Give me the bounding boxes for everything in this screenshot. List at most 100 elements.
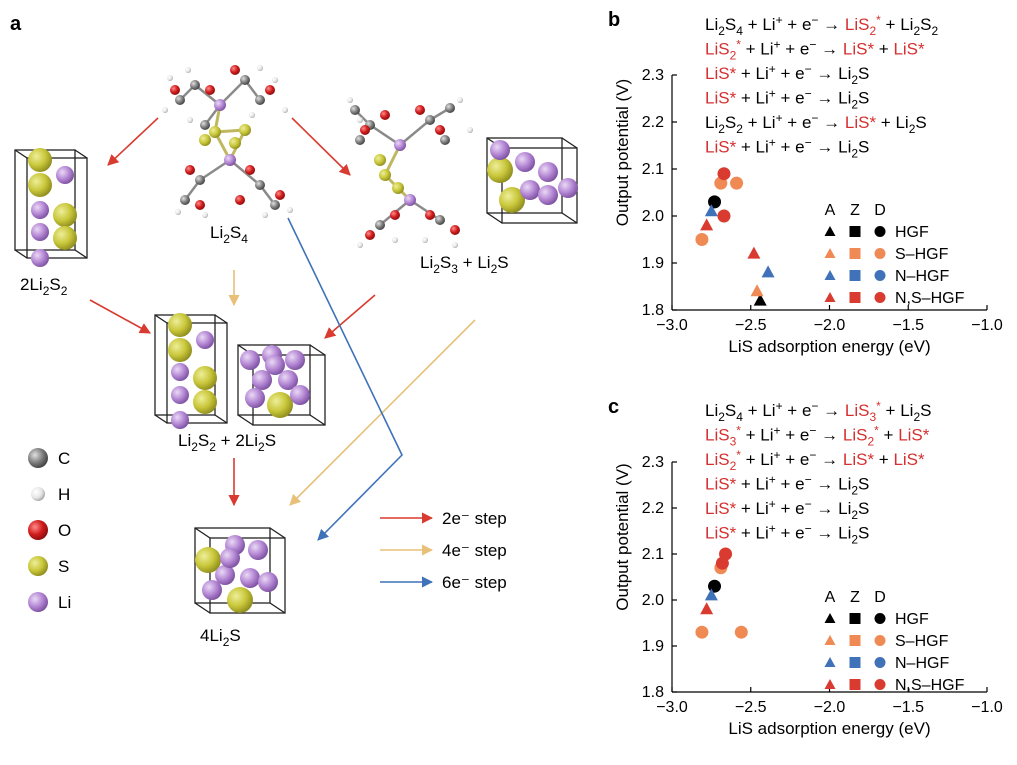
lithium-atom <box>202 580 222 600</box>
arrow-4e-li2s3-to-4li2s <box>289 319 476 506</box>
carbon-atom <box>180 195 190 205</box>
carbon-atom <box>350 105 360 115</box>
label-4li2s: 4Li2S <box>200 626 241 649</box>
oxygen-atom <box>205 85 215 95</box>
equation: LiS3* + Li+ + e− → LiS2* + LiS* <box>705 424 930 449</box>
lithium-atom <box>558 178 578 198</box>
hydrogen-atom <box>187 117 193 123</box>
atom-legend-swatch <box>28 592 48 612</box>
legend-label: HGF <box>895 611 929 628</box>
legend-triangle <box>824 613 836 623</box>
x-tick-label: −1.0 <box>971 317 1003 334</box>
sulfur-atom <box>499 187 525 213</box>
lithium-atom <box>285 350 305 370</box>
legend-triangle <box>824 248 836 258</box>
legend-square <box>849 248 861 259</box>
y-tick-label: 2.3 <box>642 454 664 471</box>
legend-square <box>849 292 861 303</box>
atom-legend-label: S <box>58 557 69 576</box>
legend-header: D <box>874 589 886 606</box>
label-li2s2-2li2s: Li2S2 + 2Li2S <box>178 431 276 454</box>
atom-legend-label: H <box>58 485 70 504</box>
hydrogen-atom <box>282 107 288 113</box>
sulfur-atom <box>168 338 192 362</box>
lithium-atom <box>515 152 535 172</box>
legend-label: N–HGF <box>895 268 949 285</box>
oxygen-atom <box>265 85 275 95</box>
lithium-atom <box>404 194 416 206</box>
atom-legend-label: C <box>58 449 70 468</box>
hydrogen-atom <box>202 212 208 218</box>
legend-header: Z <box>850 202 860 219</box>
lithium-atom <box>258 572 278 592</box>
legend-circle <box>874 657 886 668</box>
arrow-li2s3-to-mid <box>324 294 376 339</box>
legend-label: N,S–HGF <box>895 290 965 307</box>
lithium-atom <box>490 140 510 160</box>
carbon-atom <box>195 175 205 185</box>
carbon-atom <box>200 120 210 130</box>
data-point-triangle <box>704 588 718 601</box>
sulfur-atom <box>379 169 391 181</box>
x-tick-label: −3.0 <box>656 699 688 716</box>
lithium-atom <box>214 99 226 111</box>
crystal-structures <box>14 137 578 614</box>
x-tick-label: −2.5 <box>735 699 767 716</box>
data-point-circle <box>708 579 722 593</box>
y-tick-label: 1.8 <box>642 684 664 701</box>
lithium-atom <box>538 185 558 205</box>
lithium-atom <box>290 385 310 405</box>
legend-label: N–HGF <box>895 655 949 672</box>
data-point-circle <box>734 625 748 639</box>
sulfur-atom <box>199 134 211 146</box>
li2s4-atoms <box>162 65 293 218</box>
oxygen-atom <box>450 225 460 235</box>
data-point-triangle <box>750 284 764 297</box>
sulfur-atom <box>28 173 52 197</box>
carbon-atom <box>435 215 445 225</box>
legend-circle <box>874 613 886 624</box>
lithium-atom <box>215 565 235 585</box>
legend-circle <box>874 635 886 646</box>
oxygen-atom <box>185 165 195 175</box>
legend-triangle <box>824 657 836 667</box>
arrow-li2s4-to-li2s3 <box>291 117 351 176</box>
lithium-atom <box>278 370 298 390</box>
legend-header: A <box>825 589 836 606</box>
carbon-atom <box>375 220 385 230</box>
legend-circle <box>874 248 886 259</box>
y-tick-label: 2.0 <box>642 208 664 225</box>
legend-header: Z <box>850 589 860 606</box>
y-tick-label: 2.3 <box>642 67 664 84</box>
x-tick-label: −3.0 <box>656 317 688 334</box>
lithium-atom <box>171 411 189 429</box>
hydrogen-atom <box>167 75 173 81</box>
lithium-atom <box>240 350 260 370</box>
hydrogen-atom <box>287 207 293 213</box>
legend-circle <box>874 292 886 303</box>
atom-legend-label: O <box>58 521 71 540</box>
oxygen-atom <box>170 85 180 95</box>
oxygen-atom <box>415 105 425 115</box>
sulfur-atom <box>209 126 221 138</box>
lithium-atom <box>31 201 49 219</box>
panel-label-c: c <box>608 396 619 418</box>
legend-label: N,S–HGF <box>895 677 965 694</box>
lithium-atom <box>171 386 189 404</box>
lithium-atom <box>56 166 74 184</box>
y-tick-label: 1.8 <box>642 302 664 319</box>
hydrogen-atom <box>257 65 263 71</box>
legend-triangle <box>824 679 836 689</box>
equation: Li2S4 + Li+ + e− → LiS3* + Li2S <box>705 399 931 424</box>
oxygen-atom <box>360 125 370 135</box>
label-li2s4: Li2S4 <box>210 223 248 246</box>
legend-triangle <box>824 270 836 280</box>
hydrogen-atom <box>467 127 473 133</box>
equation: LiS* + Li+ + e− → Li2S <box>705 497 869 522</box>
legend-triangle <box>824 635 836 645</box>
sulfur-atom <box>267 392 293 418</box>
legend-label: S–HGF <box>895 246 949 263</box>
oxygen-atom <box>230 65 240 75</box>
